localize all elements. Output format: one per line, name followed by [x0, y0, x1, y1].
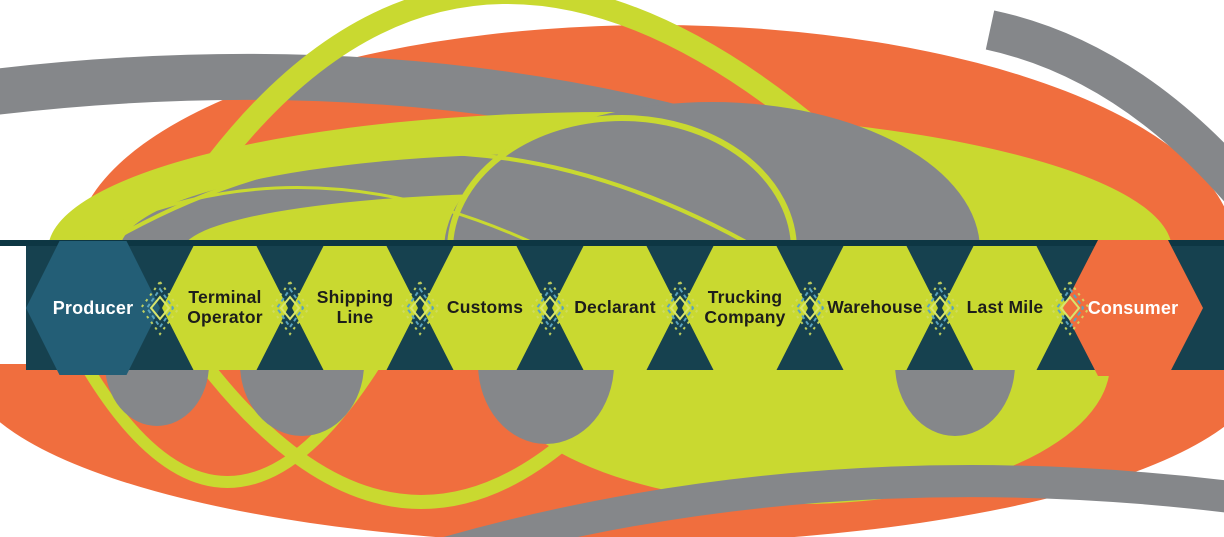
- top-arc-gray-center-dome: [444, 102, 980, 250]
- top-arc-gray-corner: [985, 10, 1224, 202]
- bottom-scallop-gray-4: [895, 364, 1015, 436]
- flow-connector-diamond-icon: [919, 280, 961, 336]
- flow-connector-diamond-icon: [1049, 280, 1091, 336]
- node-label: Terminal Operator: [187, 287, 263, 327]
- node-label: Warehouse: [827, 297, 923, 318]
- flow-connector-diamond-icon: [269, 280, 311, 336]
- node-label: Declarant: [574, 297, 656, 318]
- node-label: Customs: [446, 297, 524, 318]
- bottom-scallop-gray-2: [240, 364, 364, 436]
- flow-connector-diamond-icon: [399, 280, 441, 336]
- top-arc-chartreuse-thin-1: [93, 150, 761, 252]
- node-label: Consumer: [1087, 297, 1179, 318]
- flow-connector-diamond-icon: [139, 280, 181, 336]
- band-top-edge: [0, 240, 1224, 246]
- bottom-arc-gray-strip: [443, 465, 1224, 537]
- node-producer: Producer: [26, 241, 160, 375]
- node-label: Shipping Line: [316, 287, 394, 327]
- node-label: Trucking Company: [704, 287, 786, 327]
- flow-connector-diamond-icon: [789, 280, 831, 336]
- top-arc-chartreuse-outline-dome: [447, 115, 797, 251]
- node-label: Last Mile: [966, 297, 1044, 318]
- bottom-scallop-gray-1: [105, 364, 209, 426]
- top-arc-chartreuse-thin-2: [61, 186, 549, 252]
- flow-connector-diamond-icon: [529, 280, 571, 336]
- node-consumer: Consumer: [1063, 240, 1203, 376]
- bottom-scallop-gray-3: [478, 364, 614, 444]
- node-label: Producer: [52, 297, 134, 318]
- flow-connector-diamond-icon: [659, 280, 701, 336]
